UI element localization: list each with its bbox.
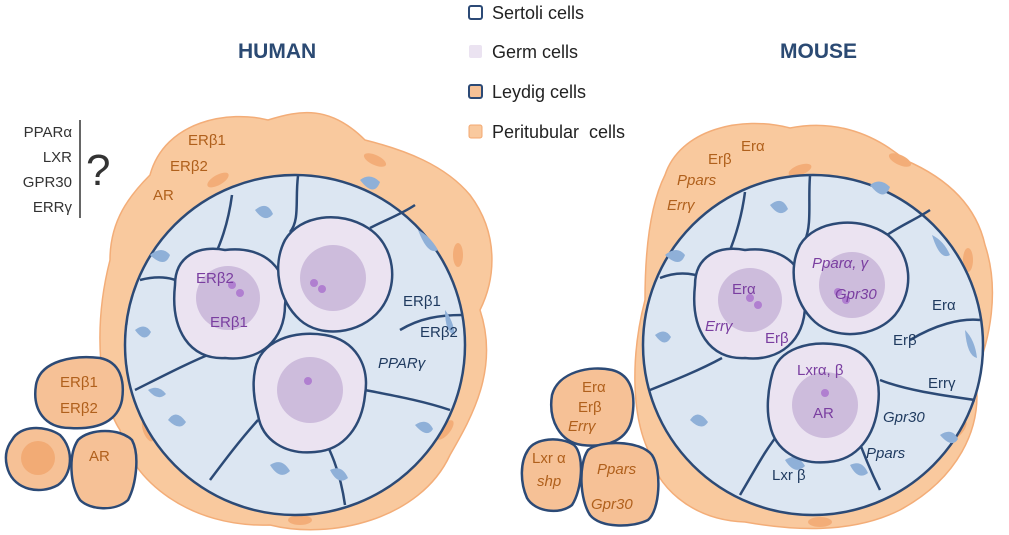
mouse-panel: MOUSE Erβ Erα Ppars Errγ <box>520 40 994 530</box>
mouse-sertoli-label: Lxr β <box>772 467 806 484</box>
leydig-label: Erβ <box>578 399 602 416</box>
unknown-item: LXR <box>43 149 72 166</box>
mouse-peri-label: Ppars <box>677 172 717 189</box>
leydig-label: Ppars <box>597 461 637 478</box>
legend-label-germ: Germ cells <box>492 42 578 62</box>
human-leydig-cell: ERβ1 ERβ2 <box>34 356 124 430</box>
legend: Sertoli cells Germ cells Leydig cells Pe… <box>468 3 625 142</box>
mouse-peri-label: Erβ <box>708 151 732 168</box>
mouse-germ-label: Erβ <box>765 330 789 347</box>
leydig-label: Gpr30 <box>591 496 633 513</box>
human-germ-cell <box>252 332 368 454</box>
unknown-item: PPARα <box>24 124 73 141</box>
human-title: HUMAN <box>238 40 316 63</box>
human-germ-label: ERβ2 <box>196 270 234 287</box>
leydig-label: Erα <box>582 379 606 396</box>
mouse-leydig-cell: Ppars Gpr30 <box>580 441 660 527</box>
mouse-germ-label: Lxrα, β <box>797 362 844 379</box>
human-germ-cell <box>172 247 287 360</box>
human-leydig-cell <box>4 426 72 492</box>
leydig-label: ERβ1 <box>60 374 98 391</box>
leydig-label: Lxr α <box>532 450 566 467</box>
mouse-sertoli-label: Erα <box>932 297 956 314</box>
mouse-title: MOUSE <box>780 40 857 63</box>
legend-label-leydig: Leydig cells <box>492 82 586 102</box>
human-panel: HUMAN PPARα LXR GPR30 ERRγ ? ERβ1 ERβ2 A… <box>4 40 493 531</box>
human-peri-label: AR <box>153 187 174 204</box>
human-peri-label: ERβ1 <box>188 132 226 149</box>
mouse-germ-cell <box>692 247 807 360</box>
question-mark: ? <box>86 146 110 195</box>
mouse-germ-cell <box>766 342 880 464</box>
unknown-item: ERRγ <box>33 199 73 216</box>
mouse-sertoli-label: Ppars <box>866 445 906 462</box>
human-leydig-cell: AR <box>70 429 138 510</box>
legend-swatch-sertoli <box>468 5 483 20</box>
mouse-peri-label: Errγ <box>667 197 696 214</box>
legend-swatch-germ <box>469 45 482 58</box>
legend-swatch-leydig <box>468 84 483 99</box>
human-peri-label: ERβ2 <box>170 158 208 175</box>
human-germ-cell <box>277 216 394 333</box>
human-sertoli-nuclei <box>135 176 455 481</box>
legend-swatch-peritubular <box>468 124 483 139</box>
mouse-leydig-cell: Erα Erβ Errγ <box>550 367 635 447</box>
mouse-germ-label: Gpr30 <box>835 286 877 303</box>
human-unknown-list: PPARα LXR GPR30 ERRγ ? <box>23 120 110 218</box>
leydig-label: ERβ2 <box>60 400 98 417</box>
legend-label-sertoli: Sertoli cells <box>492 3 584 23</box>
mouse-germ-label: Errγ <box>705 318 734 335</box>
mouse-germ-label: Pparα, γ <box>812 255 870 272</box>
mouse-sertoli-label: Erβ <box>893 332 917 349</box>
mouse-germ-label: AR <box>813 405 834 422</box>
human-germ-label: ERβ1 <box>210 314 248 331</box>
mouse-sertoli-label: Errγ <box>928 375 956 392</box>
human-sertoli-label: ERβ2 <box>420 324 458 341</box>
leydig-label: AR <box>89 448 110 465</box>
unknown-item: GPR30 <box>23 174 72 191</box>
mouse-germ-cell <box>792 221 910 336</box>
leydig-label: Errγ <box>568 418 597 435</box>
leydig-label: shp <box>537 473 561 490</box>
mouse-leydig-cell: Lxr α shp <box>520 438 583 513</box>
mouse-sertoli-nuclei <box>655 181 977 476</box>
human-sertoli-label: ERβ1 <box>403 293 441 310</box>
human-sertoli-label: PPARγ <box>378 355 427 372</box>
legend-label-peritubular: Peritubular cells <box>492 122 625 142</box>
mouse-germ-label: Erα <box>732 281 756 298</box>
mouse-peri-label: Erα <box>741 138 765 155</box>
mouse-sertoli-label: Gpr30 <box>883 409 925 426</box>
